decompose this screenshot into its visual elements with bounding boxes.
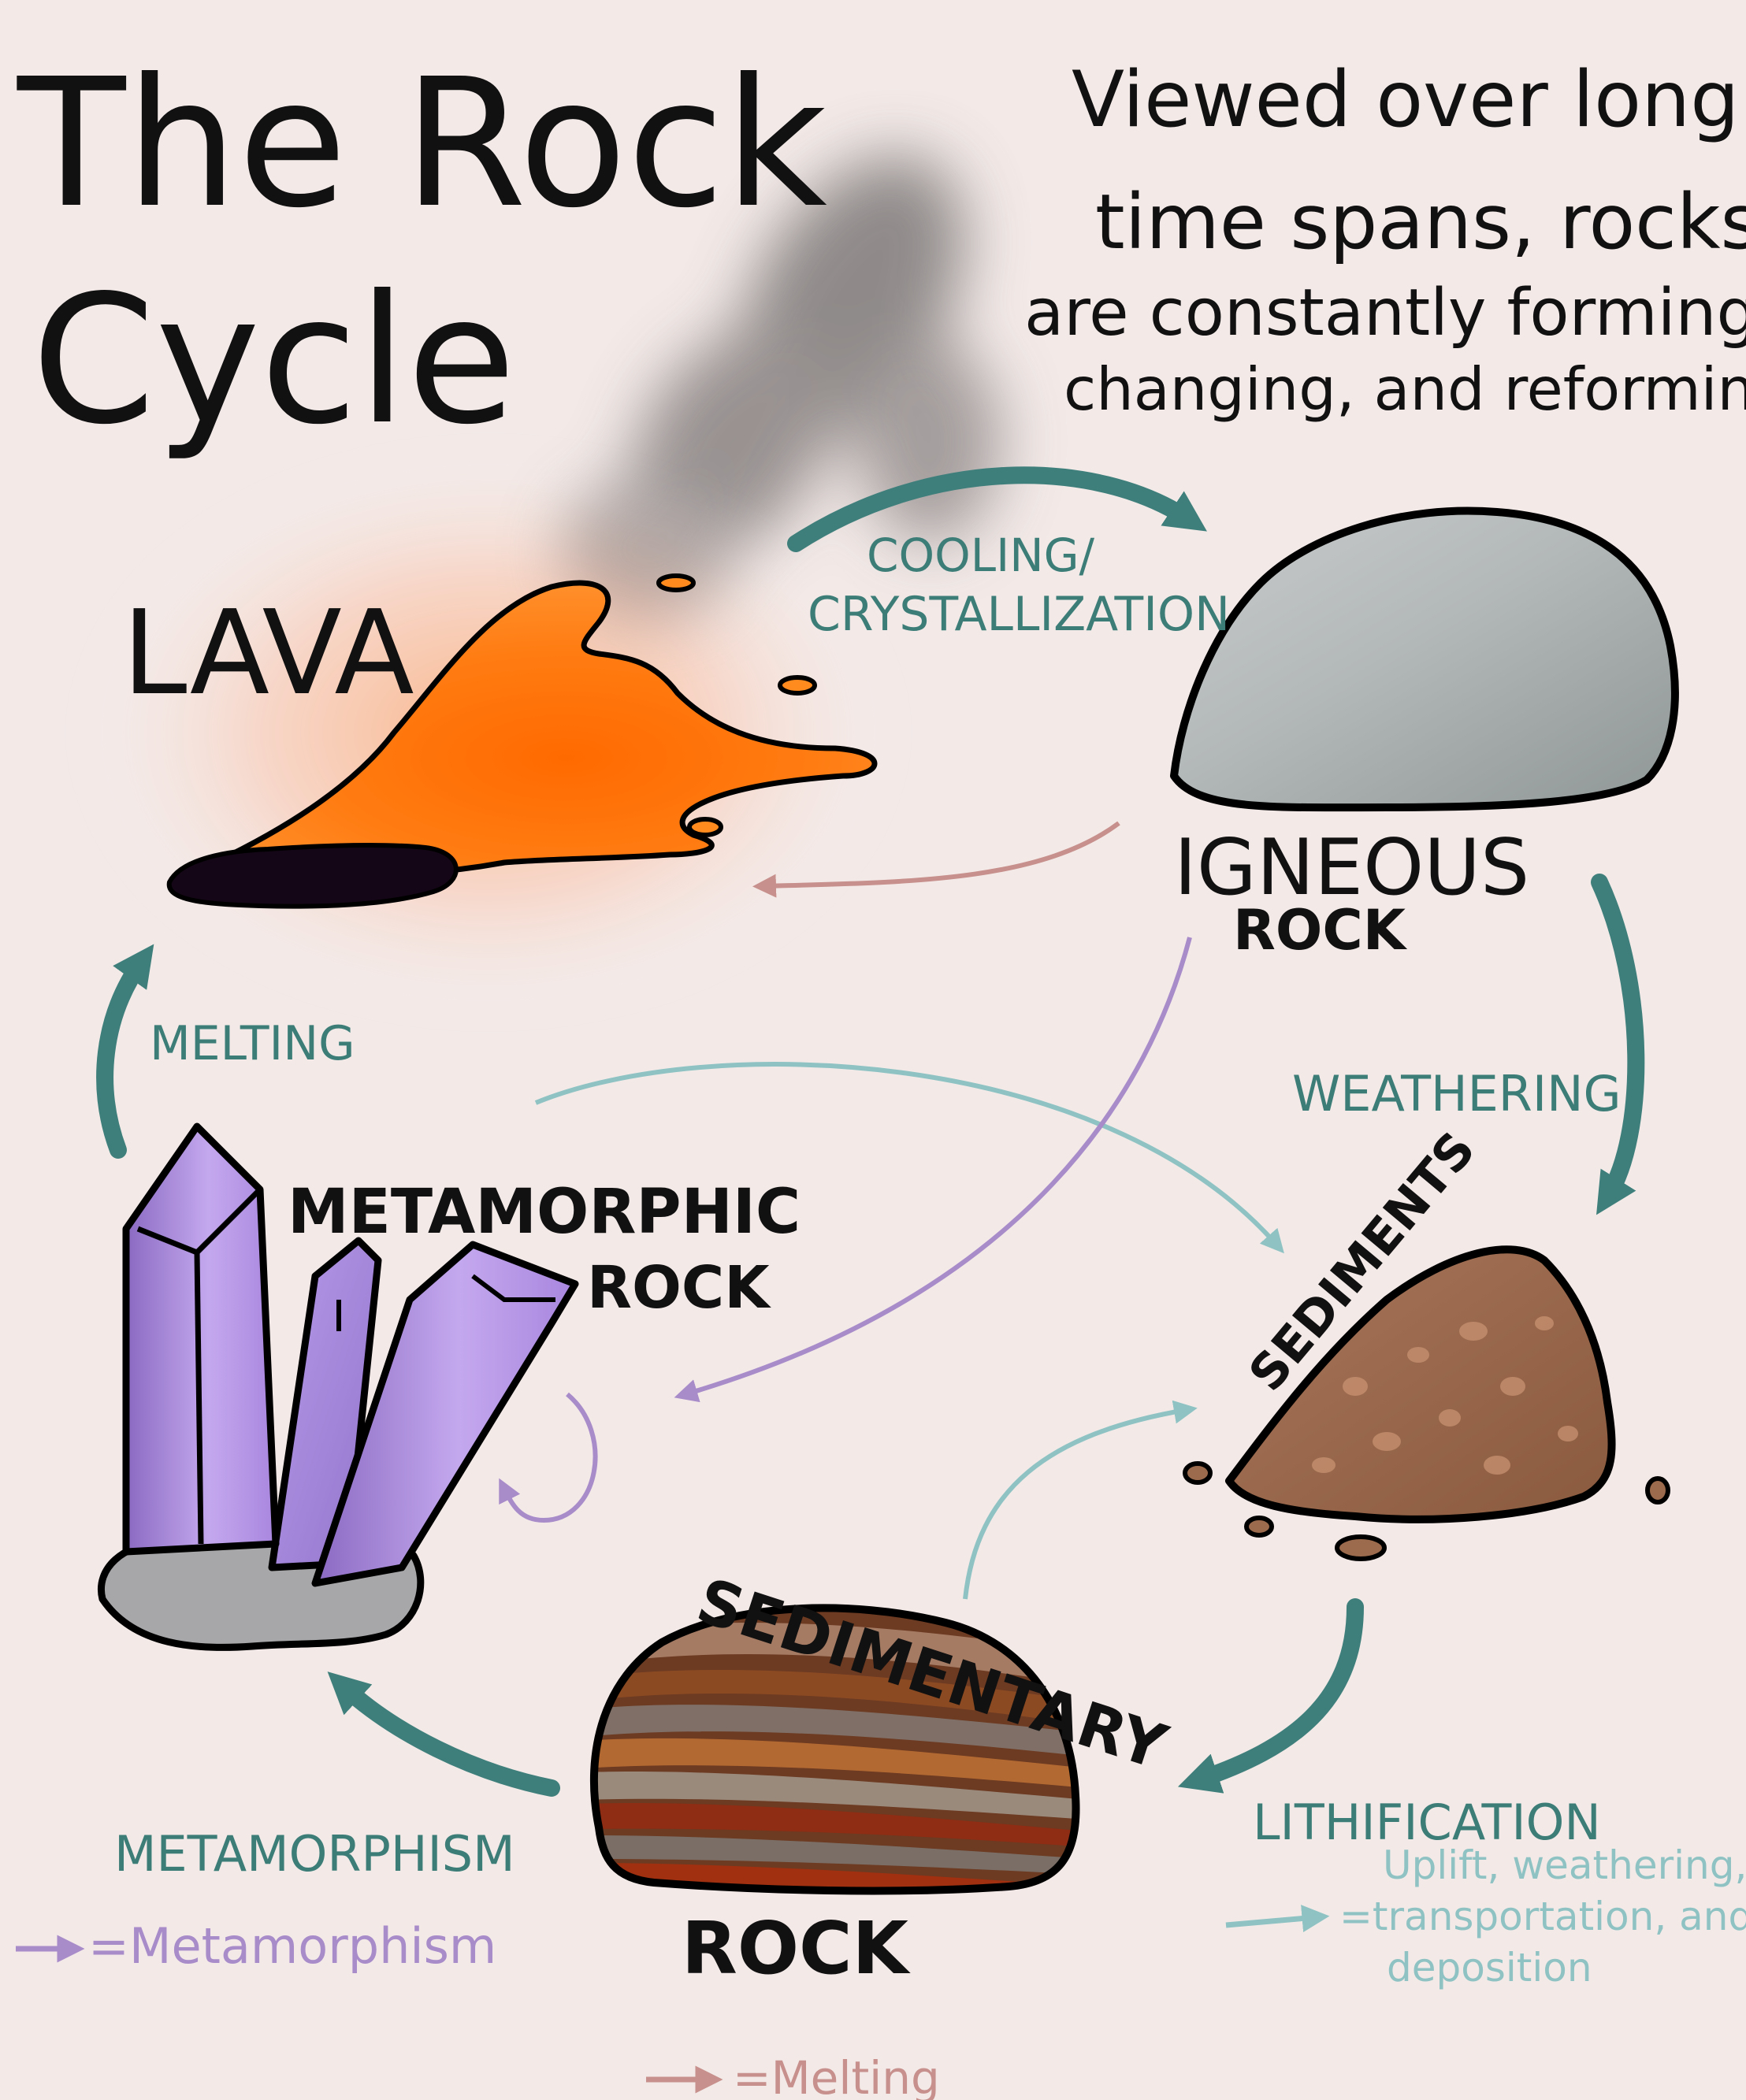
title-line-1: The Rock xyxy=(17,41,827,247)
legend-melting-text: =Melting xyxy=(733,2051,940,2100)
sedimentary-label-line-2: ROCK xyxy=(682,1906,912,1991)
metamorphic-label-line-2: ROCK xyxy=(587,1254,771,1322)
melting-label: MELTING xyxy=(150,1016,355,1071)
intro-line-2: time spans, rocks xyxy=(1095,178,1746,266)
lava-icon xyxy=(166,573,878,909)
igneous-rock-icon xyxy=(1170,506,1679,812)
cooling-label-line-1: COOLING/ xyxy=(867,529,1095,582)
weathering-label: WEATHERING xyxy=(1292,1065,1622,1122)
lithification-label: LITHIFICATION xyxy=(1253,1794,1601,1851)
legend-uplift-line-1: Uplift, weathering, xyxy=(1383,1842,1746,1888)
uplift-metamorphic-to-sediments-arrow xyxy=(534,1062,1284,1254)
cooling-arrow xyxy=(787,466,1207,552)
legend-metamorphism-text: =Metamorphism xyxy=(88,1917,496,1975)
intro-line-3: are constantly forming, xyxy=(1024,276,1746,351)
igneous-label-line-1: IGNEOUS xyxy=(1174,823,1529,913)
metamorphism-igneous-to-metamorphic-arrow xyxy=(674,937,1192,1403)
metamorphic-label-line-1: METAMORPHIC xyxy=(288,1177,801,1248)
igneous-label-line-2: ROCK xyxy=(1233,898,1408,963)
uplift-sedimentary-to-sediments-arrow xyxy=(963,1400,1198,1600)
lithification-arrow xyxy=(1177,1598,1364,1794)
cooling-label-line-2: CRYSTALLIZATION xyxy=(808,587,1230,642)
sedimentary-rock-icon xyxy=(590,1604,1080,1895)
metamorphism-self-arrow xyxy=(499,1392,598,1523)
sediments-icon xyxy=(1183,1245,1670,1561)
legend-uplift-line-3: deposition xyxy=(1387,1945,1592,1991)
metamorphic-crystal-icon xyxy=(98,1122,579,1651)
intro-line-1: Viewed over long xyxy=(1072,55,1739,145)
legend-uplift-line-2: =transportation, and xyxy=(1339,1894,1746,1939)
title-line-2: Cycle xyxy=(32,258,516,464)
main-cycle-arrows xyxy=(96,466,1645,1797)
metamorphism-arrow xyxy=(327,1671,560,1797)
weathering-arrow xyxy=(1591,874,1645,1215)
melting-igneous-to-lava-arrow xyxy=(752,821,1120,898)
lava-label: LAVA xyxy=(122,585,414,721)
intro-line-4: changing, and reforming. xyxy=(1064,354,1746,424)
melting-arrow xyxy=(96,944,154,1159)
legend-uplift-arrow-icon xyxy=(1225,1905,1330,1932)
metamorphism-label: METAMORPHISM xyxy=(114,1825,515,1883)
